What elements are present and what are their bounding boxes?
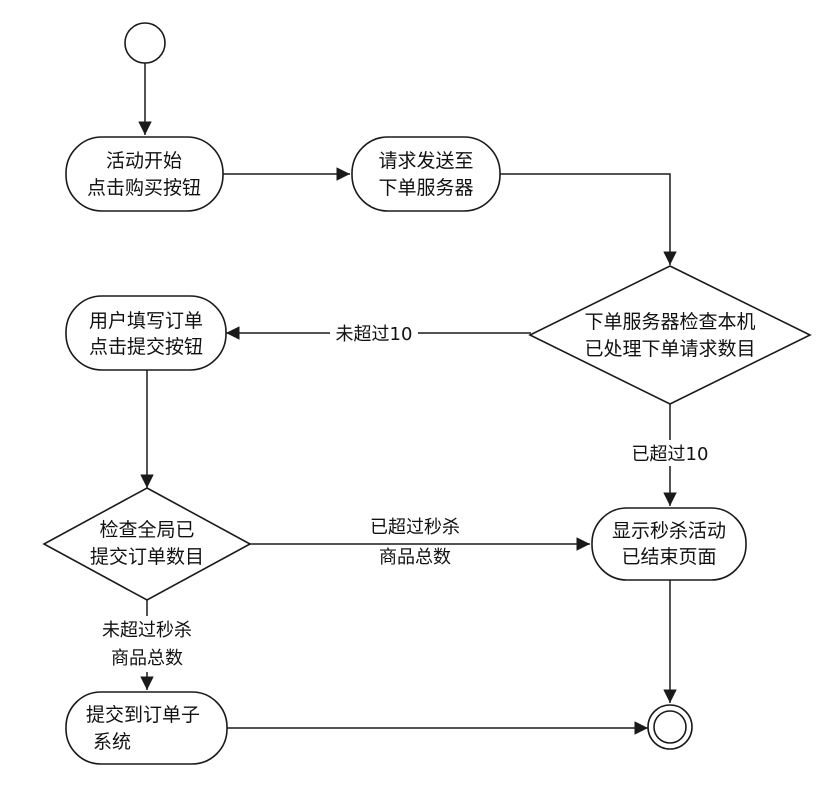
- start-node: [124, 22, 166, 64]
- node-check-global-line1: 检查全局已: [99, 519, 194, 541]
- node-activity-start: [65, 136, 224, 212]
- node-send-request: [351, 136, 501, 212]
- edge-label-bg: [622, 440, 718, 466]
- edge-label-bg: [330, 320, 418, 346]
- node-activity-start-line1: 活动开始: [106, 150, 182, 172]
- edge-label-local-exceeded: 已超过10: [632, 444, 709, 465]
- edge-label-local-not-exceeded: 未超过10: [336, 324, 413, 345]
- node-submit-subsystem-line2: 系统: [93, 731, 131, 753]
- node-check-global: [42, 487, 252, 601]
- node-send-request-line1: 请求发送至: [378, 150, 473, 172]
- node-check-local-line2: 已处理下单请求数目: [584, 338, 755, 360]
- node-submit-subsystem: [65, 691, 228, 765]
- node-submit-subsystem-line1: 提交到订单子: [86, 704, 200, 726]
- edge-label-global-exceeded-line2: 商品总数: [379, 547, 451, 568]
- edge-label-global-exceeded-line1: 已超过秒杀: [370, 517, 460, 538]
- end-node-inner: [653, 710, 687, 744]
- node-check-local: [528, 265, 812, 405]
- node-show-ended-line2: 已结束页面: [621, 546, 716, 568]
- node-fill-order: [65, 295, 227, 371]
- node-fill-order-line2: 点击提交按钮: [89, 336, 203, 358]
- edge-label-global-not-exceeded-line2: 商品总数: [111, 648, 183, 669]
- node-show-ended-line1: 显示秒杀活动: [612, 520, 726, 542]
- node-check-global-line2: 提交订单数目: [90, 546, 204, 568]
- node-show-ended: [591, 507, 747, 581]
- node-activity-start-line2: 点击购买按钮: [87, 177, 201, 199]
- edge-label-global-not-exceeded-line1: 未超过秒杀: [102, 620, 192, 641]
- node-check-local-line1: 下单服务器检查本机: [584, 311, 755, 333]
- node-send-request-line2: 下单服务器: [378, 177, 473, 199]
- edge-label-bg: [84, 616, 210, 672]
- node-fill-order-line1: 用户填写订单: [89, 310, 203, 332]
- edge-request-to-check-local: [500, 173, 677, 265]
